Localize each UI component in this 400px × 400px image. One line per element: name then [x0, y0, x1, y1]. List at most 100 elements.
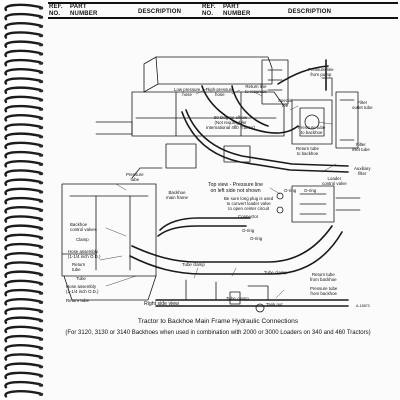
lower-hardware [185, 279, 269, 313]
label-clamp: Clamp [76, 237, 89, 242]
binding-coil [4, 279, 42, 288]
binding-hole [38, 190, 44, 194]
binding-hole [38, 300, 44, 304]
binding-coil [4, 307, 42, 315]
binding-coil [4, 160, 42, 168]
label-90-degree-elbow: 90 Degree elbow (Not required for Intern… [206, 115, 256, 130]
binding-hole [38, 383, 44, 387]
binding-hole [38, 374, 44, 378]
binding-hole [38, 52, 44, 56]
binding-coil [4, 86, 42, 94]
label-hose-assembly-lower: Hose assembly (1-1/4 inch O.D.) [66, 284, 99, 294]
binding-hole [38, 227, 44, 231]
binding-coil [4, 233, 42, 242]
binding-coil [4, 178, 42, 186]
label-pressure-line-from-pump: Pressure line from pump [308, 67, 334, 77]
label-filter-outlet-tube: Filter outlet tube [352, 100, 373, 110]
binding-hole [38, 153, 44, 157]
label-tube-clamp-3: Tube clamp [226, 296, 249, 301]
backhoe-frame [61, 167, 163, 301]
label-backhoe-control-valves: Backhoe control valves [70, 222, 97, 232]
loader-valve [276, 185, 361, 223]
binding-coil [4, 77, 42, 85]
label-auxiliary-filter: Auxiliary filter [354, 166, 371, 176]
tractor-body-upper [95, 56, 285, 169]
label-tank-nut: Tank nut [266, 302, 283, 307]
binding-hole [38, 107, 44, 111]
binding-coil [4, 215, 42, 223]
binding-coil [4, 114, 42, 122]
leader-lines [99, 87, 337, 299]
header-part-number-left: PART NUMBER [70, 4, 98, 17]
binding-coil [4, 261, 42, 269]
binding-hole [38, 254, 44, 258]
binding-coil [4, 104, 42, 113]
label-loader-control-valve: Loader control valve [322, 176, 347, 186]
binding-coil [4, 123, 42, 131]
binding-coil [4, 58, 42, 67]
label-low-pressure-hose: Low pressure hose [174, 87, 201, 97]
binding-coil [4, 380, 42, 389]
label-special-tee: Special tee [278, 98, 293, 108]
label-return-tube-from-backhoe: Return tube from backhoe [310, 272, 337, 282]
label-filter-inlet-tube: Filter inlet tube [352, 142, 370, 152]
label-pressure-tube-to-backhoe: Pressure tube to backhoe [298, 125, 326, 135]
binding-coil [4, 3, 42, 12]
label-return-tube-to-backhoe: Return tube to backhoe [296, 146, 319, 156]
label-figure-code: A-15873 [356, 304, 370, 308]
pump-filter-assembly [261, 59, 359, 149]
header-bottom-rule [48, 17, 398, 19]
binding-coil [4, 325, 42, 334]
binding-hole [38, 162, 44, 166]
lower-hoses [129, 217, 349, 307]
binding-hole [38, 346, 44, 350]
label-high-pressure-hose: High-pressure hose [206, 87, 234, 97]
label-return-tube-lower: Return tube [66, 298, 89, 303]
figure-caption-title: Tractor to Backhoe Main Frame Hydraulic … [137, 318, 299, 325]
binding-coil [4, 150, 42, 159]
binding-hole [38, 319, 44, 323]
binding-hole [38, 356, 44, 360]
binding-coil [4, 169, 42, 177]
binding-hole [38, 61, 44, 65]
binding-hole [38, 365, 44, 369]
label-tube: Tube [76, 276, 86, 281]
label-tube-clamp-2: Tube clamp [264, 270, 287, 275]
label-return-line-to-reservoir: Return line to reservoir [245, 84, 267, 94]
upper-hoses [181, 59, 349, 173]
binding-hole [38, 181, 44, 185]
header-ref-no-right: REF. NO. [202, 4, 216, 17]
binding-hole [38, 172, 44, 176]
binding-hole [38, 264, 44, 268]
binding-coil [4, 270, 42, 278]
binding-hole [38, 135, 44, 139]
binding-coil [4, 12, 42, 21]
binding-hole [38, 43, 44, 47]
label-long-plug-note: Be sure long plug is used to convert loa… [224, 196, 274, 211]
binding-coil [4, 22, 42, 30]
label-pressure-tube-from-backhoe: Pressure tube from backhoe [310, 286, 338, 296]
binding-hole [38, 236, 44, 240]
binding-hole [38, 80, 44, 84]
binding-hole [38, 24, 44, 28]
label-hose-assembly-upper: Hose assembly (1-1/4 inch O.D.) [68, 249, 101, 259]
label-o-ring-1: O-ring [284, 188, 297, 193]
binding-coil [4, 95, 42, 104]
binding-coil [4, 371, 42, 380]
spiral-binding [4, 3, 44, 398]
binding-hole [38, 291, 44, 295]
binding-hole [38, 218, 44, 222]
hydraulic-diagram [61, 56, 361, 313]
binding-coil [4, 344, 42, 352]
binding-coil [4, 252, 42, 260]
label-backhoe-main-frame: Backhoe main frame [166, 190, 188, 200]
manual-page: REF. NO. PART NUMBER DESCRIPTION REF. NO… [36, 0, 400, 400]
binding-coil [4, 206, 42, 214]
binding-hole [38, 144, 44, 148]
binding-hole [38, 328, 44, 332]
label-o-ring-2: O-ring [304, 188, 317, 193]
header-description-right: DESCRIPTION [288, 9, 332, 15]
binding-coil [4, 298, 42, 306]
binding-coil [4, 334, 42, 343]
header-ref-no-left: REF. NO. [49, 4, 63, 17]
